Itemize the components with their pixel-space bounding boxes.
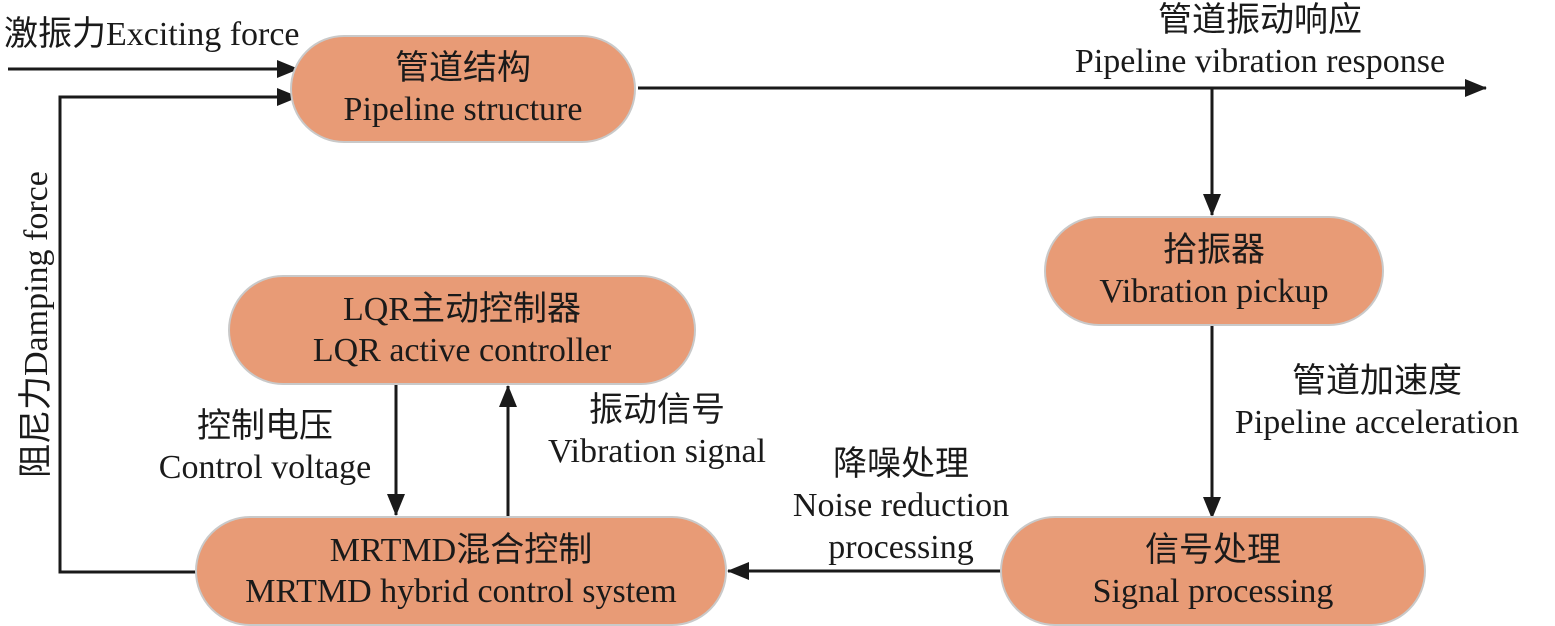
- node-pipeline-structure-en: Pipeline structure: [343, 91, 583, 128]
- label-control-voltage: 控制电压 Control voltage: [140, 406, 390, 489]
- label-control-voltage-zh: 控制电压: [197, 408, 333, 445]
- label-vibration-signal: 振动信号 Vibration signal: [526, 390, 788, 473]
- node-signal-processing-zh: 信号处理: [1145, 531, 1281, 569]
- label-noise-reduction: 降噪处理 Noise reduction processing: [770, 444, 1032, 568]
- node-mrtmd-hybrid-zh: MRTMD混合控制: [329, 531, 593, 569]
- label-control-voltage-en: Control voltage: [158, 449, 372, 487]
- label-exciting-force-text: 激振力Exciting force: [4, 16, 300, 53]
- label-exciting-force: 激振力Exciting force: [4, 14, 300, 55]
- label-noise-reduction-en1: Noise reduction: [792, 487, 1010, 525]
- label-noise-reduction-en2: processing: [828, 528, 974, 566]
- node-lqr-controller: LQR主动控制器 LQR active controller: [228, 275, 696, 385]
- node-mrtmd-hybrid: MRTMD混合控制 MRTMD hybrid control system: [195, 516, 727, 626]
- node-lqr-controller-en: LQR active controller: [312, 332, 612, 369]
- node-lqr-controller-zh: LQR主动控制器: [343, 290, 581, 328]
- node-vibration-pickup-en: Vibration pickup: [1099, 273, 1329, 310]
- node-signal-processing: 信号处理 Signal processing: [1000, 516, 1426, 626]
- label-pipeline-acceleration: 管道加速度 Pipeline acceleration: [1212, 361, 1542, 444]
- node-pipeline-structure-zh: 管道结构: [395, 49, 531, 87]
- label-pipeline-acceleration-zh: 管道加速度: [1292, 363, 1462, 400]
- damping-force-arrow: [58, 88, 299, 574]
- label-damping-force: 阻尼力Damping force: [8, 171, 57, 478]
- label-vibration-signal-en: Vibration signal: [548, 433, 766, 471]
- label-damping-force-text: 阻尼力Damping force: [18, 171, 55, 478]
- node-signal-processing-en: Signal processing: [1092, 573, 1334, 610]
- label-vibration-response-en: Pipeline vibration response: [1074, 43, 1446, 81]
- node-pipeline-structure: 管道结构 Pipeline structure: [290, 35, 636, 143]
- label-pipeline-acceleration-en: Pipeline acceleration: [1234, 404, 1520, 442]
- node-mrtmd-hybrid-en: MRTMD hybrid control system: [245, 573, 677, 610]
- label-noise-reduction-zh: 降噪处理: [833, 446, 969, 483]
- node-vibration-pickup-zh: 拾振器: [1163, 231, 1265, 269]
- label-vibration-response-zh: 管道振动响应: [1158, 2, 1362, 39]
- node-vibration-pickup: 拾振器 Vibration pickup: [1044, 216, 1384, 326]
- label-vibration-signal-zh: 振动信号: [589, 392, 725, 429]
- label-vibration-response: 管道振动响应 Pipeline vibration response: [1040, 0, 1480, 83]
